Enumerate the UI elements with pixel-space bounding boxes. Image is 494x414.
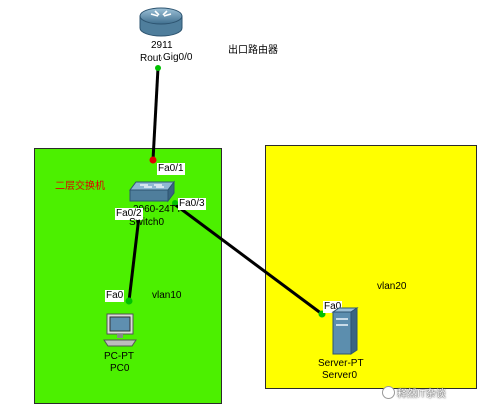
router-name-label: Router0 xyxy=(140,53,162,64)
pc-vlan-label: vlan10 xyxy=(152,290,182,301)
router-icon[interactable] xyxy=(138,6,184,40)
server-icon[interactable] xyxy=(329,306,359,356)
watermark-text: 释然IT杂谈 xyxy=(397,389,446,400)
pc-name-label: PC0 xyxy=(110,363,130,374)
switch-icon[interactable] xyxy=(128,180,176,204)
router-port-label: Gig0/0 xyxy=(162,52,194,64)
server-name-label: Server0 xyxy=(322,370,358,381)
pc-type-label: PC-PT xyxy=(104,351,134,362)
pc-icon[interactable] xyxy=(100,312,140,348)
pc-port-label: Fa0 xyxy=(105,290,125,302)
switch-port-fa01: Fa0/1 xyxy=(157,163,185,175)
link-switch-pc[interactable] xyxy=(127,207,142,302)
router-note: 出口路由器 xyxy=(228,45,278,56)
switch-port-fa03: Fa0/3 xyxy=(178,198,206,210)
switch-role-label: 二层交换机 xyxy=(55,181,105,192)
server-vlan-label: vlan20 xyxy=(377,281,407,292)
router-model-label: 2911 xyxy=(151,40,173,51)
link-dot-pc-fa0 xyxy=(125,297,133,305)
vlan20-zone xyxy=(265,145,477,389)
server-type-label: Server-PT xyxy=(318,358,364,369)
vlan10-zone xyxy=(34,148,222,404)
watermark-logo-icon xyxy=(382,386,395,399)
link-dot-router-end xyxy=(155,65,161,71)
switch-name-label: Switch0 xyxy=(129,217,165,228)
link-dot-switch-fa01 xyxy=(149,156,157,164)
link-router-switch[interactable] xyxy=(151,67,160,161)
link-dot-switch-fa03 xyxy=(172,200,178,206)
switch-port-fa02: Fa0/2 xyxy=(115,208,143,220)
link-switch-server[interactable] xyxy=(172,201,323,316)
switch-model-label: 2960-24TT xyxy=(133,204,182,215)
